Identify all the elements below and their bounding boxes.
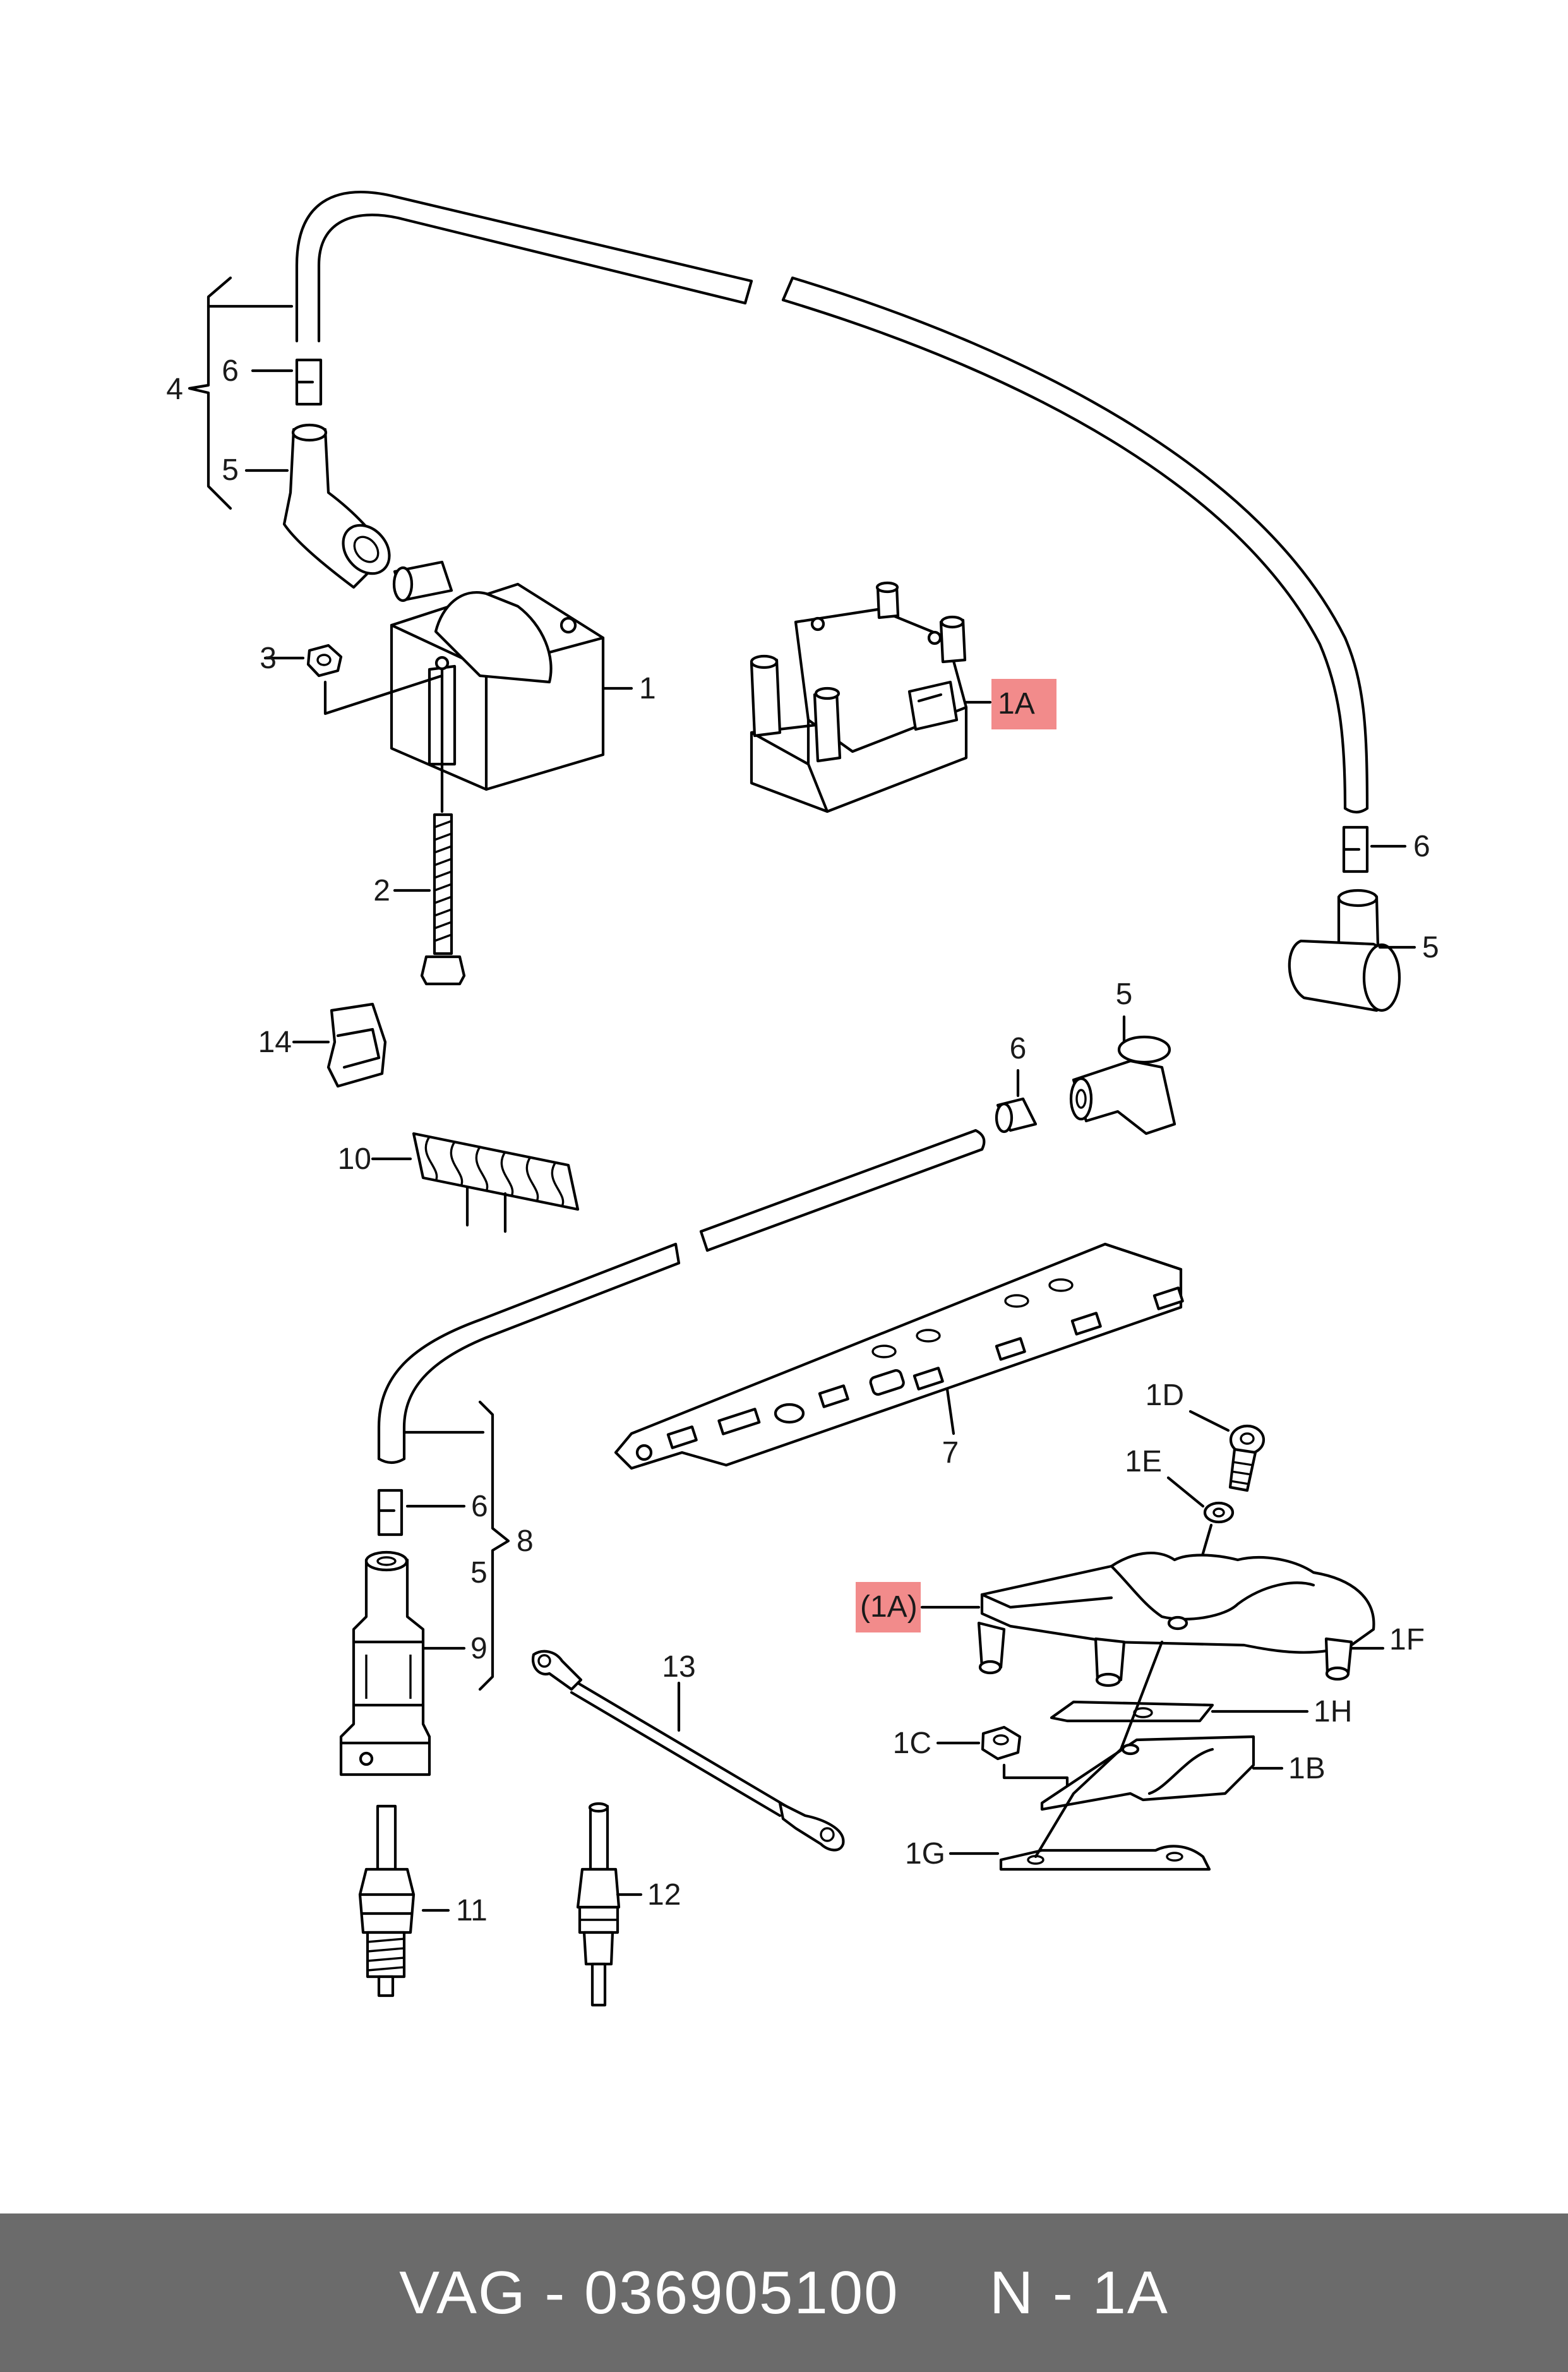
bracket-8: [402, 1400, 510, 1691]
label-2: 2: [373, 874, 390, 907]
clip-6-lower: [377, 1488, 466, 1536]
highlight-1A-paren: [856, 1582, 921, 1632]
footer-bar: VAG - 036905100 N - 1A: [0, 2213, 1568, 2372]
coil-pack-1A-lower: [920, 1552, 1385, 1687]
bolt-2: [393, 772, 466, 986]
label-10: 10: [338, 1142, 371, 1176]
label-5-middle: 5: [1116, 978, 1133, 1011]
label-1E: 1E: [1125, 1445, 1162, 1478]
ignition-lead-middle: [377, 1129, 986, 1465]
label-1F: 1F: [1389, 1623, 1425, 1656]
label-7: 7: [942, 1436, 959, 1470]
label-1D: 1D: [1146, 1379, 1184, 1412]
label-6-middle: 6: [1010, 1032, 1027, 1065]
label-6-lower: 6: [471, 1490, 488, 1523]
label-1A-paren: (1A): [860, 1590, 918, 1624]
holder-14: [292, 1002, 387, 1088]
label-1A: 1A: [998, 687, 1035, 721]
screw-1D: [1188, 1410, 1266, 1492]
label-9: 9: [470, 1632, 488, 1665]
label-5-lower: 5: [470, 1556, 488, 1590]
spark-plug-11: [358, 1804, 450, 1998]
plate-1G: [949, 1640, 1211, 1871]
spark-plug-connector-9: [339, 1550, 466, 1776]
connector-5-top: [244, 423, 391, 589]
retainer-10: [371, 1132, 580, 1233]
label-12: 12: [647, 1878, 681, 1912]
connector-5-middle: [1069, 1015, 1176, 1135]
label-14: 14: [258, 1026, 292, 1059]
label-8: 8: [517, 1524, 534, 1558]
part-number-caption: VAG - 036905100 N - 1A: [399, 2258, 1169, 2327]
clip-6-top: [251, 358, 323, 406]
label-1G: 1G: [905, 1837, 945, 1871]
label-1C: 1C: [893, 1727, 931, 1760]
ignition-parts-diagram: 4 6 5 3 1 2 1A 6 5 14 5 6 10 7 1D 1E (1A…: [166, 191, 1439, 2007]
label-4: 4: [166, 373, 183, 406]
label-11: 11: [456, 1894, 488, 1927]
connector-5-right: [1288, 889, 1416, 1012]
ignition-lead-top: [295, 191, 1369, 814]
nut-3: [263, 644, 444, 716]
earth-strap-13: [531, 1650, 845, 1852]
clip-6-right: [1342, 825, 1407, 873]
label-5-right: 5: [1422, 931, 1439, 964]
label-1B: 1B: [1288, 1752, 1326, 1785]
callout-labels: 4 6 5 3 1 2 1A 6 5 14 5 6 10 7 1D 1E (1A…: [166, 354, 1439, 1927]
label-6-right: 6: [1413, 830, 1430, 863]
cable-guide-7: [614, 1242, 1184, 1470]
label-1: 1: [639, 672, 656, 705]
label-13: 13: [662, 1650, 695, 1684]
label-3: 3: [260, 642, 277, 675]
label-1H: 1H: [1314, 1695, 1352, 1728]
ignition-coil-1A: [750, 581, 992, 813]
bracket-1H: [1050, 1700, 1309, 1723]
nut-1C: [936, 1725, 1069, 1795]
clip-6-middle: [995, 1069, 1038, 1134]
bracket-1B: [1040, 1735, 1284, 1811]
highlight-1A: [991, 679, 1056, 729]
label-6-top: 6: [222, 354, 239, 388]
bracket-4: [188, 276, 294, 510]
label-5-top: 5: [222, 453, 239, 487]
ignition-coil-1: [390, 560, 633, 791]
glow-plug-12: [576, 1802, 643, 2007]
